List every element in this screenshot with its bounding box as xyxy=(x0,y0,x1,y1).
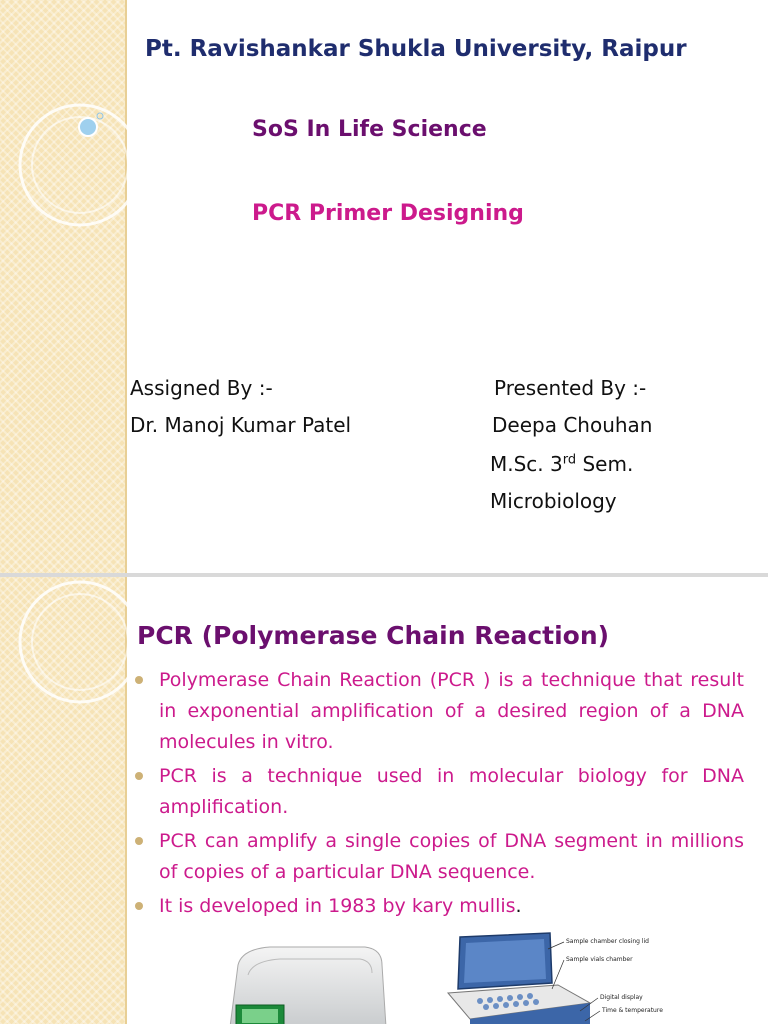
bullet-item: PCR can amplify a single copies of DNA s… xyxy=(132,826,744,888)
diagram-label: Sample vials chamber xyxy=(566,956,633,963)
presenter-course: M.Sc. 3rd Sem. xyxy=(490,452,634,476)
circle-ornament-icon xyxy=(18,103,142,227)
diagram-label: Time & temperature xyxy=(602,1007,663,1014)
bullet-icon xyxy=(135,676,143,684)
topic-title: PCR Primer Designing xyxy=(252,201,524,226)
bullet-icon xyxy=(135,902,143,910)
assigned-by-label: Assigned By :- xyxy=(130,376,273,400)
presented-by-label: Presented By :- xyxy=(494,376,647,400)
decorative-stripe xyxy=(0,0,125,573)
diagram-label: Digital display xyxy=(600,994,643,1001)
bullet-list: Polymerase Chain Reaction (PCR ) is a te… xyxy=(132,665,744,925)
bullet-item: Polymerase Chain Reaction (PCR ) is a te… xyxy=(132,665,744,758)
slide-divider xyxy=(0,573,768,577)
slide-title: PCR (Polymerase Chain Reaction) xyxy=(137,621,610,650)
presenter-name: Deepa Chouhan xyxy=(492,413,653,437)
thermal-cycler-diagram: Sample chamber closing lid Sample vials … xyxy=(440,929,690,1024)
assigned-by-name: Dr. Manoj Kumar Patel xyxy=(130,413,352,437)
bullet-icon xyxy=(135,837,143,845)
title-slide: Pt. Ravishankar Shukla University, Raipu… xyxy=(0,0,687,573)
bullet-item: It is developed in 1983 by kary mullis. xyxy=(132,891,744,922)
presenter-department: Microbiology xyxy=(490,489,617,513)
department-title: SoS In Life Science xyxy=(252,117,487,142)
diagram-label: Sample chamber closing lid xyxy=(566,938,649,945)
pcr-machine-image xyxy=(229,946,387,1024)
bullet-item: PCR is a technique used in molecular bio… xyxy=(132,761,744,823)
university-title: Pt. Ravishankar Shukla University, Raipu… xyxy=(145,36,687,62)
pcr-slide: PCR (Polymerase Chain Reaction) Polymera… xyxy=(0,577,768,1024)
decorative-stripe xyxy=(0,577,125,1024)
bullet-icon xyxy=(135,772,143,780)
circle-ornament-icon xyxy=(18,580,142,704)
